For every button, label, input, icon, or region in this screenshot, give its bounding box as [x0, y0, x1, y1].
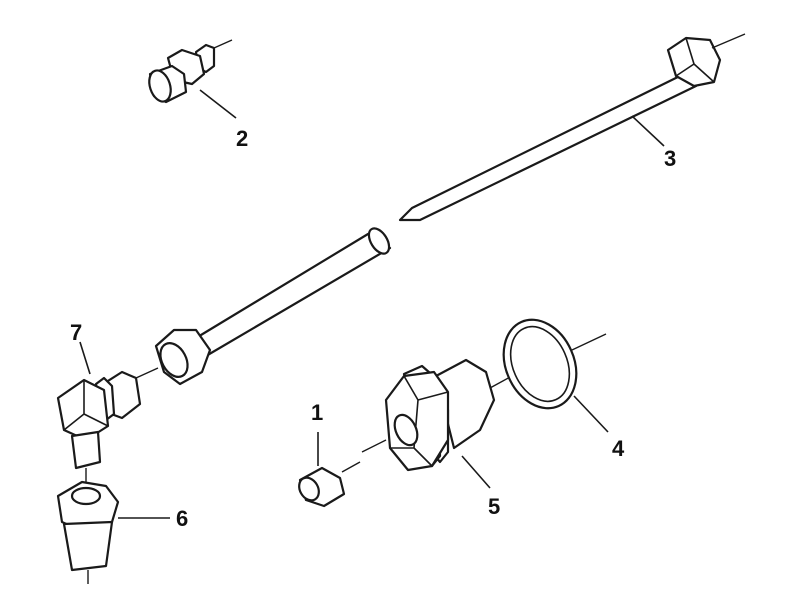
callouts: 2 3 7 1 4 5 6 [70, 126, 676, 531]
callout-5: 5 [488, 494, 500, 519]
callout-4: 4 [612, 436, 625, 461]
part-3-tube [135, 33, 746, 386]
part-2-fitting [148, 39, 233, 104]
leader-lines [79, 89, 665, 519]
callout-2: 2 [236, 126, 248, 151]
leader-4 [573, 395, 609, 433]
leader-2 [199, 89, 237, 119]
leader-7 [79, 341, 91, 375]
part-5-fitting-body [361, 358, 513, 472]
leader-5 [461, 455, 491, 489]
leader-3 [631, 115, 665, 147]
callout-3: 3 [664, 146, 676, 171]
part-7-elbow [56, 370, 142, 486]
callout-7: 7 [70, 320, 82, 345]
callout-6: 6 [176, 506, 188, 531]
callout-1: 1 [311, 400, 323, 425]
part-4-o-ring [502, 318, 607, 410]
part-1-sleeve [298, 461, 361, 508]
part-6-nut [56, 480, 120, 584]
